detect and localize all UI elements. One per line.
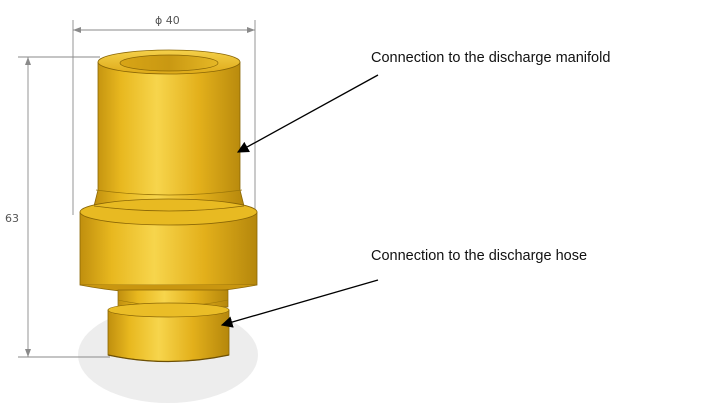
collar (79, 198, 258, 294)
neck (117, 289, 229, 308)
upper-sleeve (93, 49, 245, 207)
lower-callout-label: Connection to the discharge hose (371, 248, 587, 264)
lower-callout-arrow (220, 279, 379, 328)
bore-opening (119, 54, 219, 72)
dimension-lines (18, 20, 256, 358)
diameter-label: ϕ 40 (155, 14, 180, 27)
lower-spigot (107, 302, 230, 363)
height-label: 63 (5, 212, 19, 225)
dimension-arrows (25, 27, 255, 357)
upper-callout-arrow (236, 74, 379, 153)
upper-callout-label: Connection to the discharge manifold (371, 50, 610, 66)
